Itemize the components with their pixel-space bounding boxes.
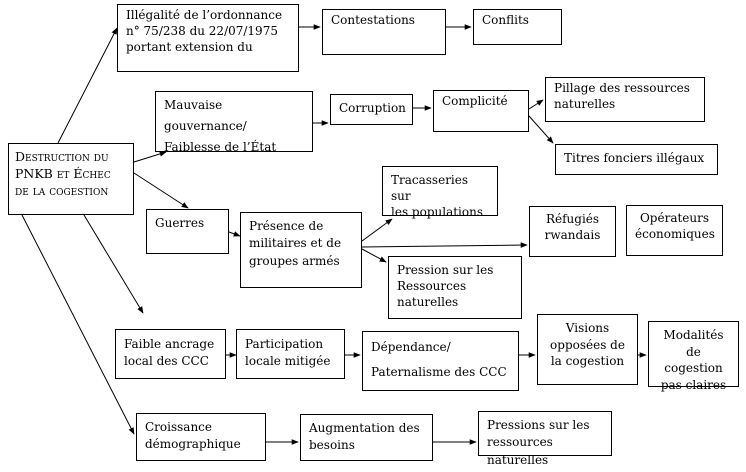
node-faible-ancrage: Faible ancrage local des CCC xyxy=(115,329,226,379)
node-complicite: Complicité xyxy=(433,90,529,132)
node-guerres: Guerres xyxy=(146,209,229,254)
node-conflits: Conflits xyxy=(473,9,562,45)
node-refugies-rwandais: Réfugiés rwandais xyxy=(529,206,616,257)
edge-root-ancrage xyxy=(83,214,144,314)
node-visions-opposees: Visions opposées de la cogestion xyxy=(537,314,638,385)
node-militaires-groupes-armes: Présence de militaires et de groupes arm… xyxy=(240,212,362,288)
edge-militaires-pression xyxy=(361,248,387,263)
node-tracasseries: Tracasseries sur les populations xyxy=(382,166,498,219)
node-augmentation-besoins: Augmentation des besoins xyxy=(300,414,433,461)
node-contestations: Contestations xyxy=(322,9,446,55)
edge-guerres-militaires xyxy=(228,231,241,237)
node-illegalite-ordonnance: Illégalité de l’ordonnance n° 75/238 du … xyxy=(117,4,299,72)
edge-militaires-tracasseries xyxy=(361,218,393,242)
edge-militaires-refugies xyxy=(361,242,528,248)
node-participation-locale: Participation locale mitigée xyxy=(236,329,345,379)
edge-complicite-titres xyxy=(528,115,554,144)
node-operateurs-economiques: Opérateurs économiques xyxy=(626,205,723,256)
node-pression-ressources: Pression sur les Ressources naturelles xyxy=(388,256,522,319)
edge-root-croissance xyxy=(21,214,135,435)
edge-root-illegal xyxy=(57,27,118,144)
node-corruption: Corruption xyxy=(330,94,413,125)
edge-root-guerres xyxy=(133,172,189,209)
node-mauvaise-gouvernance: Mauvaise gouvernance/ Faiblesse de l’Éta… xyxy=(155,91,313,154)
node-titres-fonciers: Titres fonciers illégaux xyxy=(555,144,718,175)
node-modalites-cogestion: Modalités de cogestion pas claires xyxy=(648,321,739,392)
edge-root-gouv xyxy=(133,151,167,163)
node-destruction-pnkb: Destruction du PNKB et Échec de la coges… xyxy=(8,143,134,215)
edge-complicite-pillage xyxy=(528,99,544,110)
node-dependance-paternalisme: Dépendance/ Paternalisme des CCC xyxy=(362,331,519,391)
node-pressions-ressources: Pressions sur les ressources naturelles xyxy=(478,411,612,467)
node-pillage-ressources: Pillage des ressources naturelles xyxy=(545,77,705,122)
node-croissance-demographique: Croissance démographique xyxy=(136,413,266,461)
